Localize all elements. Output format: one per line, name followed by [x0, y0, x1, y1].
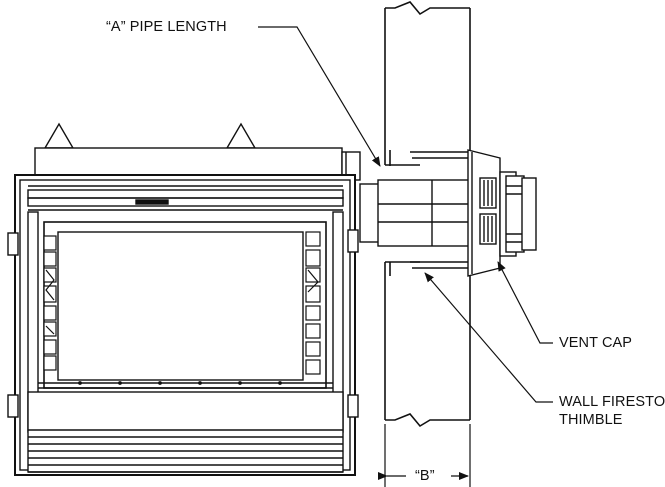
wall-firestop [389, 150, 475, 276]
dimension-b [378, 424, 471, 487]
viewing-glass [57, 231, 304, 381]
dimension-b-label: “B” [415, 468, 435, 484]
pipe-length-leader [258, 26, 381, 167]
top-box [34, 147, 343, 176]
wall-firestop-label-line2: THIMBLE [559, 412, 623, 428]
fireplace-unit [7, 122, 361, 476]
wall-section [384, 1, 471, 428]
right-standoff [225, 122, 257, 149]
left-grate-detail [43, 235, 57, 371]
vent-cap [467, 149, 537, 277]
vent-cap-label: VENT CAP [559, 335, 633, 351]
leader-lines [258, 26, 553, 403]
firestop-leader [424, 272, 553, 403]
left-standoff [43, 122, 75, 149]
pipe-length-label: “A” PIPE LENGTH [106, 19, 227, 35]
right-grate-detail [305, 231, 321, 375]
wall-firestop-label-line1: WALL FIRESTOP/ [559, 394, 665, 410]
vent-cap-leader [497, 261, 553, 344]
vent-pipe [359, 179, 471, 247]
louver-panel [27, 391, 344, 473]
